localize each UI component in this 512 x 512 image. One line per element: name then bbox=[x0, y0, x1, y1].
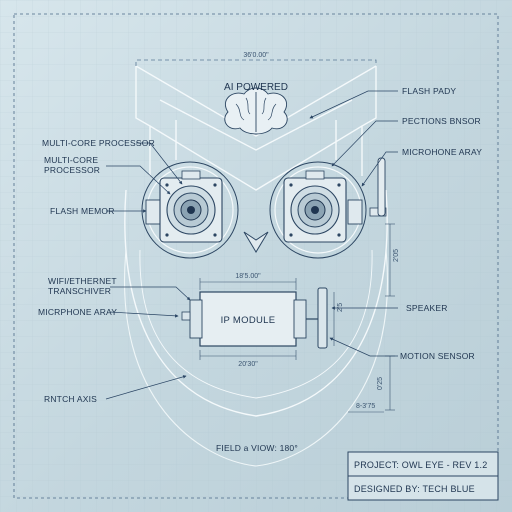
outer-border bbox=[13, 13, 499, 499]
title-block bbox=[347, 451, 499, 501]
label-multicore-processor: MULTI-CORE PROCESSOR bbox=[42, 138, 155, 148]
title-designer: DESIGNED BY: TECH BLUE bbox=[354, 484, 475, 494]
label-detection-sensor: PECTIONS BNSOR bbox=[402, 116, 481, 126]
right-lower-dimension: 0'25 bbox=[377, 377, 384, 390]
right-bottom-dimension: 8-3'75 bbox=[356, 403, 375, 410]
label-motion-sensor: MOTION SENSOR bbox=[400, 351, 475, 361]
module-top-dimension: 18'5.00" bbox=[235, 273, 261, 280]
right-dimension-lines bbox=[348, 223, 395, 413]
left-leader-lines bbox=[105, 142, 191, 400]
label-multicore-line1: MULTI-CORE bbox=[44, 155, 98, 165]
label-flash-ready: FLASH PADY bbox=[402, 86, 456, 96]
right-camera-eye bbox=[269, 161, 367, 259]
field-of-view-label: FIELD a VIOW: 180° bbox=[216, 443, 298, 453]
top-dimension-label: 36'0.00" bbox=[243, 52, 269, 59]
title-project: PROJECT: OWL EYE - REV 1.2 bbox=[354, 460, 487, 470]
label-pitch-axis: RNTCH AXIS bbox=[44, 394, 97, 404]
label-wifi-line2: TRANSCHIVER bbox=[48, 286, 111, 296]
label-microphone-left: MICRPHONE ARAY bbox=[38, 307, 117, 317]
label-flash-memory: FLASH MEMOR bbox=[50, 206, 115, 216]
label-microphone-array: MICROHONE ARAY bbox=[402, 147, 482, 157]
module-bottom-dimension: 20'30" bbox=[238, 361, 258, 368]
module-dimension-lines bbox=[199, 278, 335, 360]
brain-icon bbox=[224, 87, 288, 135]
left-camera-eye bbox=[141, 161, 239, 259]
ip-module-label: IP MODULE bbox=[221, 315, 276, 326]
right-leader-lines bbox=[309, 90, 398, 357]
ai-powered-label: AI POWERED bbox=[224, 82, 288, 93]
beak-shape bbox=[243, 231, 269, 253]
label-wifi-line1: WIFI/ETHERNET bbox=[48, 276, 117, 286]
right-upper-dimension: 2'05 bbox=[393, 249, 400, 262]
label-multicore-line2: PROCESSOR bbox=[44, 165, 100, 175]
ip-module bbox=[181, 287, 328, 349]
owl-outline bbox=[124, 59, 388, 467]
module-side-dimension: 2'5 bbox=[337, 303, 344, 312]
label-speaker: SPEAKER bbox=[406, 303, 448, 313]
